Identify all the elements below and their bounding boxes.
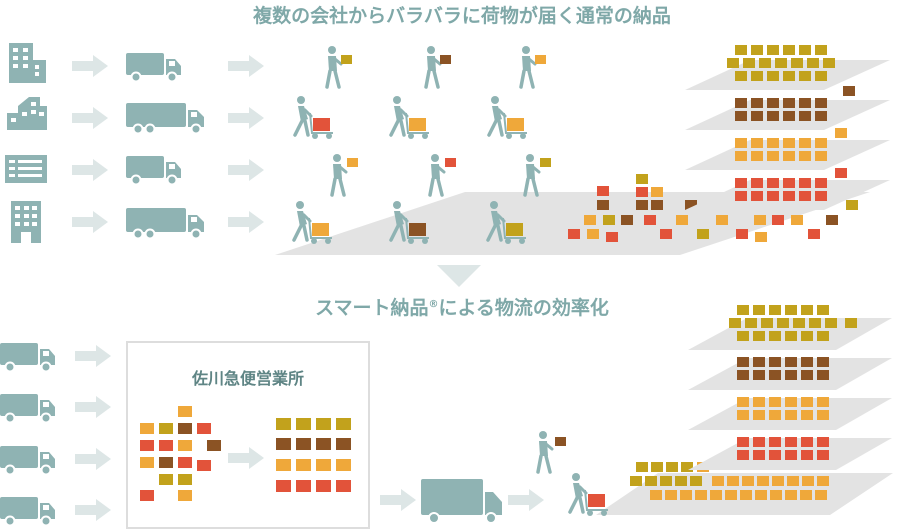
small-truck-icon [0,342,56,373]
arrow-icon [228,55,264,233]
handcart-worker-icon [293,94,529,141]
parcel [555,437,566,446]
down-arrow-icon [437,265,481,287]
sorted-layer-stack [685,45,890,210]
sorted-parcels [276,418,351,492]
top-title: 複数の会社からバラバラに荷物が届く通常の納品 [252,4,671,27]
parcel [588,494,605,507]
small-truck-icon [0,496,56,527]
sorting-center-box [126,341,370,529]
carrier-icon [325,44,546,89]
scattered-parcels [568,174,858,242]
handcart-worker-icon [292,199,528,246]
small-truck-icon [0,445,56,476]
small-truck-icon [0,393,56,424]
sorted-layer-stack [630,305,892,500]
factory-icon [7,97,47,130]
carrier-icon [536,429,554,474]
bottom-title: スマート納品®による物流の効率化 [315,296,609,319]
arrow-icon [75,345,111,521]
storefront-icon [5,155,47,183]
arrow-icon [72,55,108,233]
delivery-truck-icon [421,479,502,524]
carrier-icon [330,152,551,197]
unsorted-parcels [140,406,221,501]
large-truck-icon [125,207,205,240]
apartment-building-icon [11,201,41,243]
arrow-icon [380,489,416,511]
small-truck-icon [125,52,182,83]
office-building-icon [9,43,46,83]
large-truck-icon [125,102,205,135]
sorting-center-label: 佐川急便営業所 [191,369,304,388]
arrow-icon [508,489,544,511]
small-truck-icon [125,155,182,186]
